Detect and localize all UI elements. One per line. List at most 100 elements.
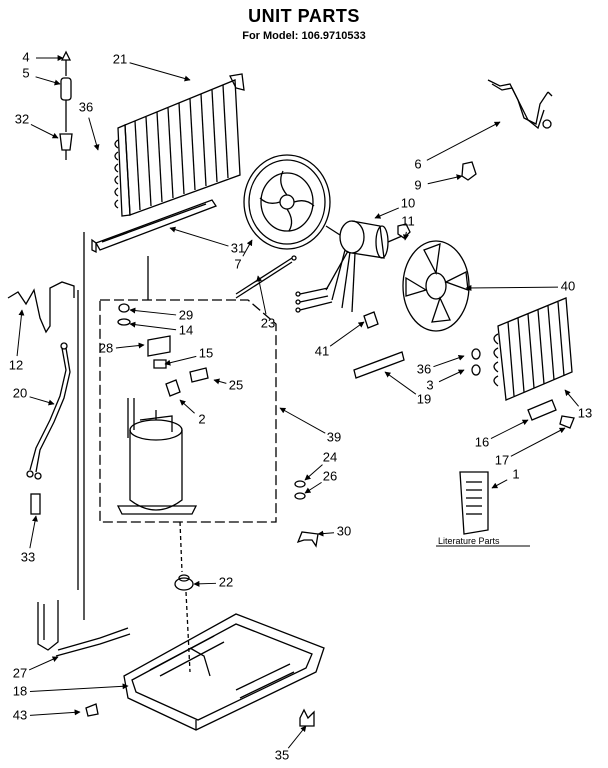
callout-43: 43: [13, 707, 27, 722]
heater-strip-drawing: [91, 199, 217, 254]
callout-36: 36: [79, 99, 93, 114]
callout-leader-39: [279, 407, 326, 434]
callout-leader-31: [169, 226, 229, 247]
callout-26: 26: [323, 468, 337, 483]
brackets-16-17-drawing: [527, 399, 575, 429]
callout-30: 30: [337, 523, 351, 538]
callout-16: 16: [475, 434, 489, 449]
callout-31: 31: [231, 240, 245, 255]
model-subtitle: For Model: 106.9710533: [242, 30, 366, 42]
callout-7: 7: [234, 256, 241, 271]
callout-leader-36: [433, 354, 465, 368]
callout-leader-36: [88, 117, 100, 151]
callout-9: 9: [414, 177, 421, 192]
grommet-drawing: [294, 480, 306, 500]
nuts-36-3-drawing: [471, 348, 481, 376]
condenser-fan-blade-drawing: [402, 240, 470, 332]
callout-leader-2: [179, 399, 195, 414]
callout-25: 25: [229, 377, 243, 392]
callout-leader-13: [564, 389, 579, 407]
parts-artwork: [7, 50, 575, 731]
literature-booklet-drawing: [459, 471, 489, 535]
callout-leader-33: [29, 515, 38, 549]
compressor-assembly-box: [99, 299, 277, 523]
tube-27-drawing: [37, 600, 131, 657]
callout-17: 17: [495, 452, 509, 467]
sleeve-33-drawing: [30, 493, 41, 515]
callout-leader-3: [438, 369, 465, 383]
tubing-drawing: [487, 79, 553, 130]
callout-19: 19: [417, 391, 431, 406]
callout-1: 1: [512, 466, 519, 481]
callout-35: 35: [275, 747, 289, 762]
callout-leader-25: [213, 378, 227, 385]
callout-leader-20: [29, 396, 55, 406]
fan-motor-drawing: [325, 220, 403, 313]
callout-2: 2: [198, 411, 205, 426]
callout-12: 12: [9, 357, 23, 372]
callout-leader-32: [30, 124, 59, 139]
callout-leader-29: [129, 307, 177, 316]
condenser-coil-drawing: [493, 297, 573, 401]
wire-harness-20-drawing: [26, 342, 71, 480]
overload-drawing: [165, 367, 209, 397]
callout-23: 23: [261, 315, 275, 330]
callout-leader-41: [329, 321, 365, 347]
callout-leader-7: [242, 239, 253, 257]
callout-leader-9: [427, 174, 463, 185]
callout-leader-26: [304, 481, 322, 494]
callout-leader-28: [115, 342, 145, 349]
clip-35-drawing: [299, 708, 315, 727]
compressor-drawing: [116, 398, 198, 515]
callout-leader-23: [256, 275, 267, 315]
callout-leader-12: [16, 309, 25, 357]
callout-leader-43: [29, 709, 81, 716]
callout-leader-lines: [16, 55, 579, 749]
callout-24: 24: [323, 449, 337, 464]
callout-15: 15: [199, 345, 213, 360]
callout-leader-1: [491, 479, 508, 489]
callout-leader-17: [510, 427, 566, 457]
callout-27: 27: [13, 665, 27, 680]
capillary-fitting-drawing: [59, 50, 73, 160]
callout-40: 40: [561, 278, 575, 293]
callout-22: 22: [219, 574, 233, 589]
bracket-9-drawing: [461, 161, 477, 181]
callout-32: 32: [15, 111, 29, 126]
callout-leader-27: [28, 656, 59, 671]
callout-14: 14: [179, 322, 193, 337]
callout-leader-24: [304, 464, 323, 481]
callout-leader-22: [193, 580, 217, 587]
callout-leader-10: [374, 207, 399, 219]
callout-leader-21: [129, 62, 191, 82]
callout-5: 5: [22, 65, 29, 80]
callout-41: 41: [315, 343, 329, 358]
callout-leader-14: [129, 321, 177, 331]
callout-6: 6: [414, 156, 421, 171]
literature-parts-label: Literature Parts: [438, 536, 500, 546]
callout-21: 21: [113, 51, 127, 66]
callout-leader-19: [384, 371, 417, 395]
callout-10: 10: [401, 195, 415, 210]
harness-leads-drawing: [295, 287, 333, 313]
callout-28: 28: [99, 340, 113, 355]
diagram-title: UNIT PARTS: [248, 6, 360, 26]
callout-leader-15: [164, 355, 197, 366]
callout-leader-6: [426, 121, 501, 161]
callout-36: 36: [417, 361, 431, 376]
callout-leader-16: [490, 419, 529, 439]
blower-wheel-drawing: [243, 154, 331, 250]
tube-12-drawing: [7, 281, 75, 334]
callout-3: 3: [426, 377, 433, 392]
callout-13: 13: [578, 405, 592, 420]
wire-23-drawing: [235, 257, 293, 295]
mount-22-drawing: [174, 574, 194, 591]
evaporator-coil-drawing: [114, 73, 245, 217]
callout-39: 39: [327, 429, 341, 444]
base-pan-drawing: [123, 613, 325, 731]
callout-leader-30: [317, 530, 335, 537]
clip-41-drawing: [363, 311, 379, 329]
callout-4: 4: [22, 49, 29, 64]
callout-11: 11: [401, 213, 415, 228]
